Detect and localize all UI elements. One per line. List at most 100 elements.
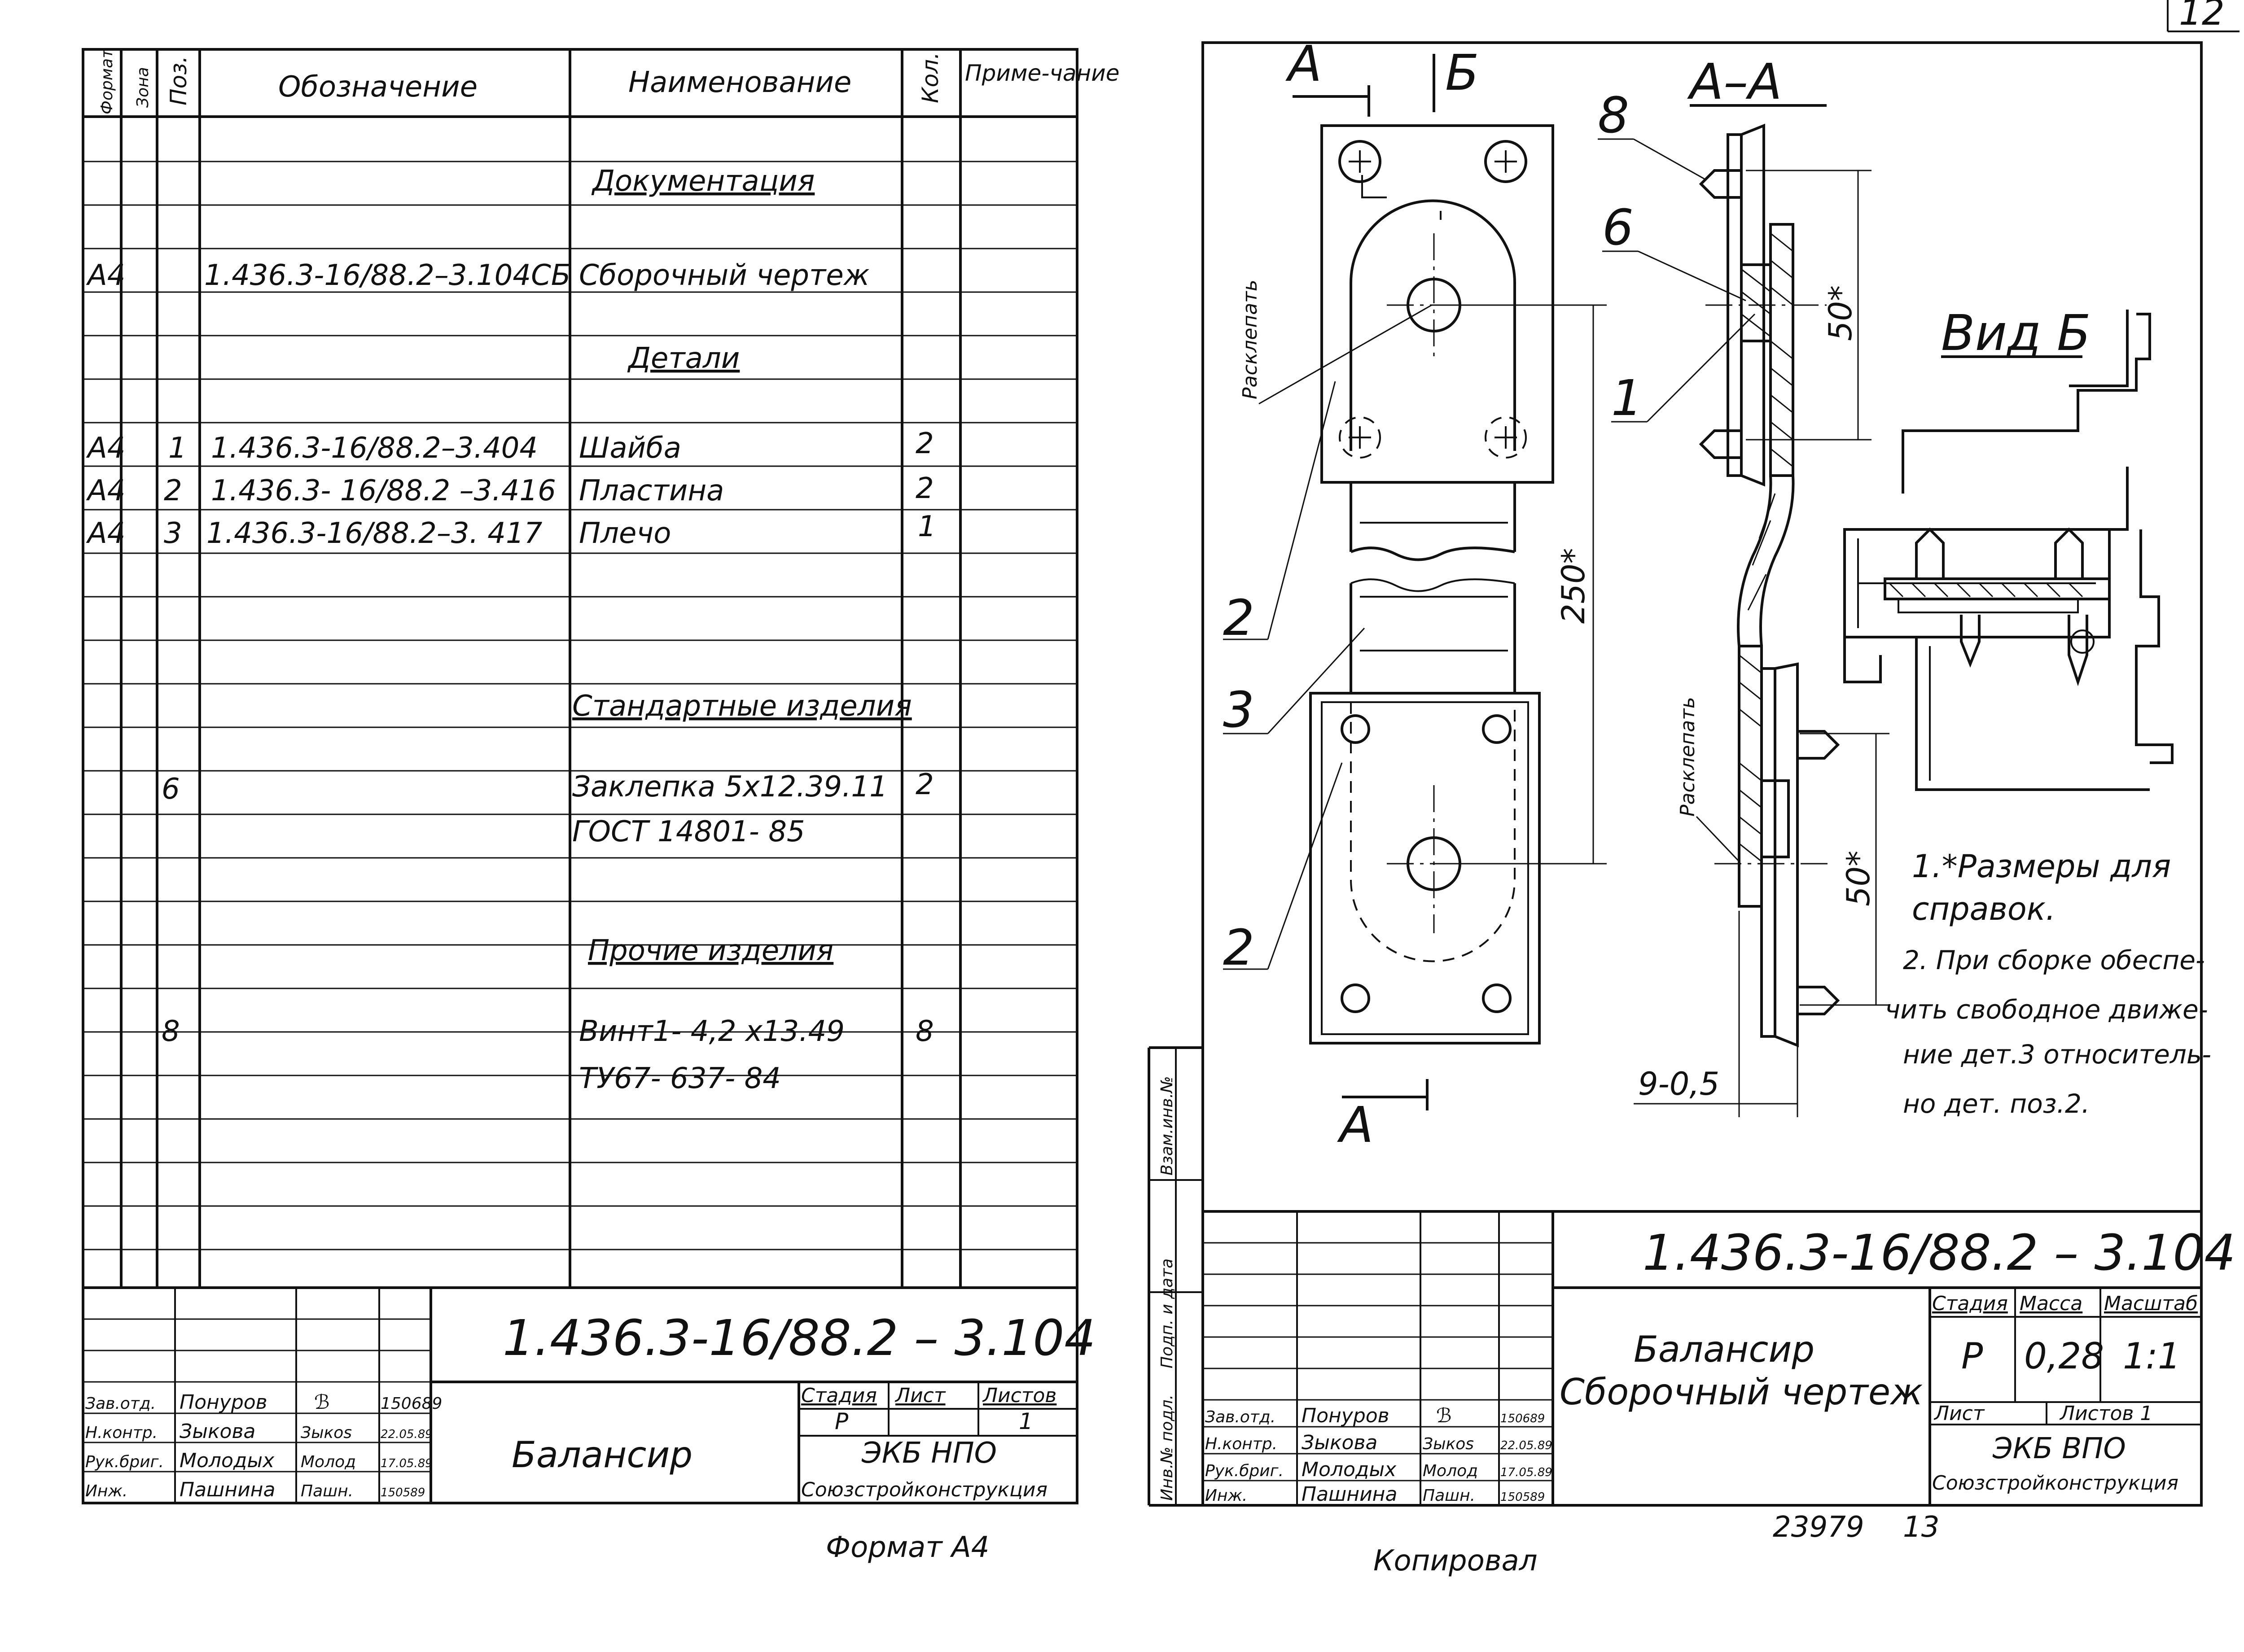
- spec-person-sign: ℬ: [314, 1391, 330, 1414]
- spec-person-name: Понуров: [180, 1391, 267, 1414]
- spec-row-name: Плечо: [579, 517, 671, 550]
- spec-row-qty: 2: [916, 472, 934, 505]
- drawing-title-line1: Балансир: [1634, 1329, 1814, 1370]
- drawing-person-name: Пашнина: [1302, 1483, 1397, 1506]
- spec-person-date: 22.05.89: [381, 1428, 433, 1441]
- spec-row-name: Документация: [591, 165, 815, 198]
- spec-sheets-label: Листов: [982, 1384, 1056, 1407]
- drawing-person-date: 150689: [1500, 1412, 1545, 1425]
- spec-row-qty: 2: [916, 427, 934, 460]
- drawing-person-sign: Зыкоs: [1423, 1435, 1474, 1453]
- spec-person-name: Пашнина: [180, 1478, 275, 1501]
- page-number: 12: [2179, 0, 2225, 33]
- dimension-50-lower: 50*: [1840, 851, 1877, 906]
- drawing-stage-label: Стадия: [1932, 1292, 2008, 1315]
- spec-person-date: 17.05.89: [381, 1457, 433, 1470]
- spec-rows: Документация А4 1.436.3-16/88.2–3.104СБ …: [86, 165, 936, 1095]
- callout-6: 6: [1602, 199, 1634, 256]
- note-line: справок.: [1912, 891, 2056, 927]
- spec-header-format: Формат: [98, 48, 116, 114]
- dimension-50-upper: 50*: [1822, 285, 1859, 341]
- callout-2-upper: 2: [1223, 589, 1254, 647]
- spec-person-role: Н.контр.: [85, 1424, 158, 1442]
- callout-1: 1: [1611, 369, 1643, 427]
- spec-person-role: Инж.: [85, 1482, 127, 1500]
- spec-row-pos: 8: [162, 1015, 180, 1048]
- assembly-drawing-sheet: Взам.инв.№ Подп. и дата Инв.№ подл.: [1148, 35, 2244, 1578]
- spec-row-name: ГОСТ 14801- 85: [572, 815, 805, 848]
- spec-header-note: Приме-чание: [965, 60, 1119, 86]
- dimension-9: 9-0,5: [1638, 1066, 1719, 1102]
- spec-stage-label: Стадия: [801, 1384, 877, 1407]
- spec-format-note: Формат А4: [826, 1531, 990, 1564]
- spec-person-name: Зыкова: [180, 1420, 255, 1443]
- view-b-title: Вид Б: [1941, 304, 2091, 362]
- callout-3: 3: [1223, 681, 1254, 739]
- spec-row-name: Пластина: [579, 474, 724, 507]
- spec-row-name: Сборочный чертеж: [579, 259, 870, 292]
- section-a-a-view: А–А: [1598, 53, 1889, 1117]
- spec-sheets-value: 1: [1019, 1408, 1033, 1434]
- note-line: 2. При сборке обеспе-: [1903, 945, 2205, 975]
- view-b: Вид Б: [1843, 304, 2174, 791]
- spec-sheet-label: Лист: [894, 1384, 946, 1407]
- spec-row-name: ТУ67- 637- 84: [579, 1062, 781, 1095]
- spec-row-name: Стандартные изделия: [572, 690, 912, 723]
- spec-row-designation: 1.436.3-16/88.2–3. 417: [206, 517, 543, 550]
- drawing-stage-value: Р: [1961, 1335, 1983, 1377]
- spec-person-date: 150689: [381, 1394, 442, 1413]
- spec-header-zone: Зона: [134, 67, 152, 108]
- spec-row-pos: 6: [162, 773, 180, 806]
- drawing-person-name: Зыкова: [1302, 1431, 1377, 1454]
- drawing-person-role: Инж.: [1205, 1486, 1247, 1505]
- side-label-podp: Подп. и дата: [1158, 1259, 1176, 1368]
- spec-row-designation: 1.436.3-16/88.2–3.104СБ: [204, 259, 571, 292]
- drawing-person-sign: ℬ: [1436, 1404, 1452, 1427]
- spec-row-name: Прочие изделия: [588, 934, 833, 967]
- copied-by: Копировал: [1373, 1544, 1538, 1578]
- spec-header-name: Наименование: [628, 66, 851, 99]
- drawing-document-number: 1.436.3-16/88.2 – 3.104 СБ: [1643, 1224, 2244, 1281]
- spec-row-qty: 8: [916, 1015, 934, 1048]
- drawing-person-date: 22.05.89: [1500, 1439, 1552, 1452]
- spec-row-qty: 1: [918, 510, 936, 543]
- spec-stage-value: Р: [835, 1408, 849, 1434]
- section-mark-a-bottom: А: [1337, 1096, 1373, 1154]
- drawing-sheet-label: Лист: [1933, 1402, 1985, 1425]
- spec-row-name: Винт1- 4,2 x13.49: [579, 1015, 845, 1048]
- callout-2-lower: 2: [1223, 919, 1254, 976]
- label-rivet-right: Расклепать: [1676, 697, 1699, 817]
- spec-person-sign: Молод: [301, 1453, 356, 1471]
- drawing-person-role: Н.контр.: [1205, 1435, 1277, 1453]
- spec-org-line2: Союзстройконструкция: [801, 1478, 1047, 1501]
- footer-sheet: 13: [1903, 1511, 1939, 1544]
- drawing-title-block: 1.436.3-16/88.2 – 3.104 СБ Балансир Сбор…: [1203, 1210, 2244, 1506]
- spec-header-designation: Обозначение: [278, 70, 478, 104]
- spec-person-date: 150589: [381, 1486, 425, 1499]
- drawing-person-sign: Пашн.: [1423, 1486, 1475, 1505]
- spec-title: Балансир: [512, 1434, 692, 1476]
- spec-row-name: Детали: [627, 342, 740, 375]
- drawing-scale-label: Масштаб: [2104, 1292, 2198, 1315]
- section-mark-a-top: А: [1285, 35, 1322, 92]
- drawing-sheets-label: Листов 1: [2059, 1402, 2152, 1425]
- spec-person-role: Зав.отд.: [85, 1394, 156, 1413]
- drawing-person-role: Зав.отд.: [1205, 1408, 1275, 1426]
- spec-row-format: А4: [86, 517, 126, 550]
- view-mark-b: Б: [1445, 44, 1479, 101]
- spec-row-format: А4: [86, 259, 126, 292]
- drawing-org-line1: ЭКБ ВПО: [1992, 1432, 2126, 1465]
- spec-header-pos: Поз.: [166, 56, 192, 105]
- specification-sheet: Формат Зона Поз. Обозначение Наименовани…: [82, 48, 1119, 1564]
- drawing-person-name: Молодых: [1302, 1458, 1397, 1481]
- spec-row-format: А4: [86, 432, 126, 465]
- spec-row-pos: 2: [164, 474, 182, 507]
- spec-person-name: Молодых: [180, 1449, 275, 1472]
- spec-row-designation: 1.436.3-16/88.2–3.404: [211, 432, 538, 465]
- spec-row-qty: 2: [916, 768, 934, 801]
- drawing-org-line2: Союзстройконструкция: [1932, 1472, 2178, 1495]
- note-line: 1.*Размеры для: [1912, 848, 2171, 885]
- drawing-person-name: Понуров: [1302, 1404, 1389, 1427]
- drawing-mass-value: 0,28: [2024, 1335, 2104, 1377]
